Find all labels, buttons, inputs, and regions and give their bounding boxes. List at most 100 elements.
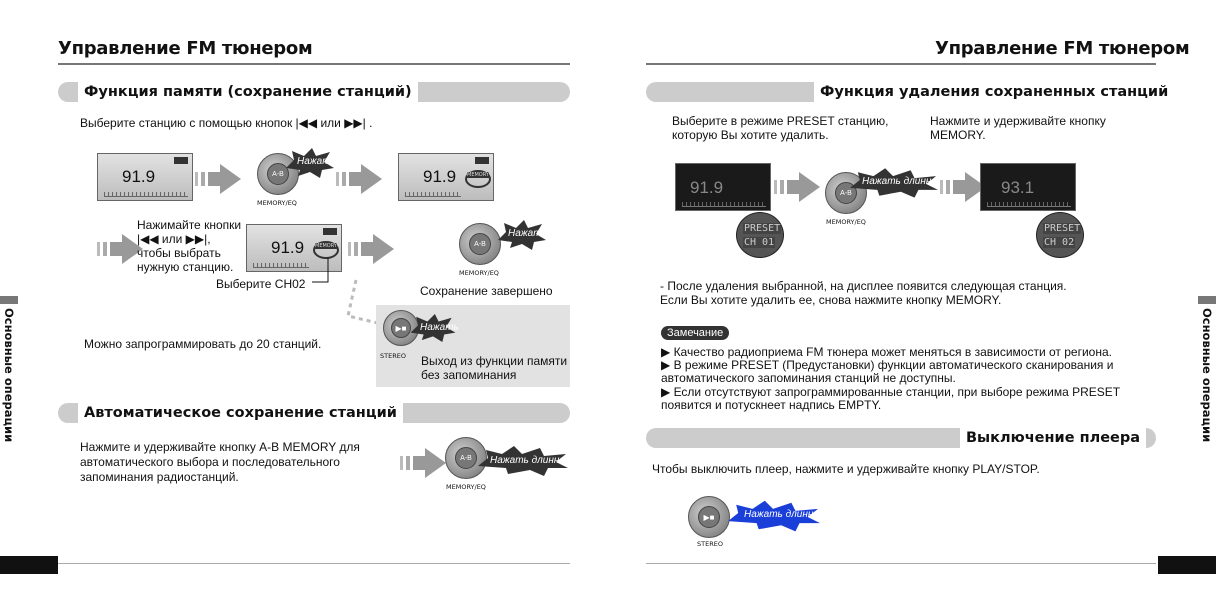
preset-highlight-circle [313,241,339,259]
delete-section-title: Функция удаления сохраненных станций [814,82,1175,102]
lcd-frequency: 91.9 [423,167,457,186]
exit-line-1: Выход из функции памяти [421,354,568,368]
note-label: Замечание [661,326,730,340]
power-text: Чтобы выключить плеер, нажмите и удержив… [652,462,1040,476]
note-line: ▶ В режиме PRESET (Предустановки) функци… [661,358,1114,372]
arrow-right-icon [940,172,986,202]
left-side-label: Основные операции [2,308,16,443]
zoom-channel: CH 01 [743,237,776,248]
tuning-scale [253,263,309,268]
play-stop-button[interactable]: ▶■ [383,310,419,346]
lcd-display-3: 91.9 MEMORY [246,224,342,272]
left-side-marker [0,296,18,304]
memory-section-title: Функция памяти (сохранение станций) [78,82,418,102]
right-page-title: Управление FM тюнером [935,38,1190,59]
auto-line-3: запоминания радиостанций. [80,470,239,484]
play-stop-button[interactable]: ▶■ [688,496,730,538]
battery-icon [323,228,337,235]
callout-line [312,258,329,283]
press-label: Нажать [297,156,336,167]
press-long-label: Нажать длинно [490,455,565,466]
ab-label: A-B [455,447,477,469]
preset-zoom-circle: PRESET CH 02 [1036,212,1084,258]
after-line-2: Если Вы хотите удалить ее, снова нажмите… [660,293,1002,307]
power-section-bar: Выключение плеера [646,428,1156,448]
stereo-label: STEREO [697,540,723,548]
ab-memory-button[interactable]: A-B [459,223,501,265]
stereo-label: STEREO [380,352,406,360]
memory-eq-label: MEMORY/EQ [826,218,866,226]
left-footer-rule [58,563,570,564]
lcd-dark-display-1: 91.9 [675,163,771,211]
after-line-1: - После удаления выбранной, на дисплее п… [660,279,1067,293]
save-done-label: Сохранение завершено [420,284,553,298]
press-long-label: Нажать длинно [862,176,937,187]
ab-label: A-B [469,233,491,255]
tuning-scale [987,202,1071,207]
tuning-scale [682,202,766,207]
step2-line-3: чтобы выбрать [137,246,221,260]
delete-col1-line-2: которую Вы хотите удалить. [672,128,829,142]
arrow-right-icon [195,164,241,194]
play-stop-icon: ▶■ [391,318,411,338]
memory-eq-label: MEMORY/EQ [446,483,486,491]
press-label: Нажать [508,228,547,239]
memory-section-bar: Функция памяти (сохранение станций) [58,82,570,102]
press-long-label: Нажать длинно [744,509,819,520]
arrow-right-icon [348,234,394,264]
auto-line-2: автоматического выбора и последовательно… [80,455,340,469]
ab-memory-button[interactable]: A-B [257,153,299,195]
lcd-display-1: 91.9 [97,153,193,201]
delete-col1-line-1: Выберите в режиме PRESET станцию, [672,114,889,128]
play-stop-icon: ▶■ [698,506,720,528]
press-label: Нажать [420,322,459,333]
preset-indicator: MEMORY [315,243,337,249]
auto-section-bar: Автоматическое сохранение станций [58,403,570,423]
memory-intro: Выберите станцию с помощью кнопок |◀◀ ил… [80,116,373,130]
ab-label: A-B [267,163,289,185]
ab-memory-button[interactable]: A-B [445,437,487,479]
lcd-display-2: 91.9 MEMORY [398,153,494,201]
arrow-right-icon [336,164,382,194]
right-footer-rule [646,563,1156,564]
lcd-frequency: 91.9 [122,167,156,186]
arrow-right-icon [400,448,446,478]
zoom-channel: CH 02 [1043,237,1076,248]
step2-line-4: нужную станцию. [137,260,234,274]
note-line: ▶ Качество радиоприема FM тюнера может м… [661,345,1112,359]
left-footer-tab [0,556,58,574]
arrow-right-icon [97,234,143,264]
preset-zoom-circle: PRESET CH 01 [736,212,784,258]
preset-indicator: MEMORY [467,172,489,178]
press-burst-icon [498,220,546,250]
battery-icon [174,157,188,164]
arrow-right-icon [774,172,820,202]
left-title-rule [58,63,570,65]
delete-col2-line-2: MEMORY. [930,128,986,142]
right-side-marker [1198,296,1216,304]
tuning-scale [104,192,188,197]
step2-line-1: Нажимайте кнопки [137,218,242,232]
lcd-frequency: 91.9 [690,178,724,197]
press-long-burst-icon [850,168,938,198]
right-title-rule [646,63,1156,65]
can-program-text: Можно запрограммировать до 20 станций. [84,337,322,351]
delete-section-bar: Функция удаления сохраненных станций [646,82,1175,102]
zoom-preset: PRESET [743,223,782,234]
note-line: ▶ Если отсутствуют запрограммированные с… [661,385,1121,399]
select-ch-label: Выберите CH02 [216,277,306,291]
left-page-title: Управление FM тюнером [58,38,313,59]
exit-line-2: без запоминания [421,368,517,382]
press-long-burst-icon [478,446,568,476]
right-side-label: Основные операции [1200,308,1214,443]
note-line: появится и потускнеет надпись EMPTY. [661,398,882,412]
memory-eq-label: MEMORY/EQ [257,199,297,207]
press-burst-icon [410,314,456,342]
battery-icon [475,157,489,164]
auto-section-title: Автоматическое сохранение станций [78,403,403,423]
lcd-dark-display-2: 93.1 [980,163,1076,211]
memory-eq-label: MEMORY/EQ [459,269,499,277]
auto-line-1: Нажмите и удерживайте кнопку A-B MEMORY … [80,440,360,454]
preset-highlight-circle [465,170,491,188]
tuning-scale [405,192,461,197]
